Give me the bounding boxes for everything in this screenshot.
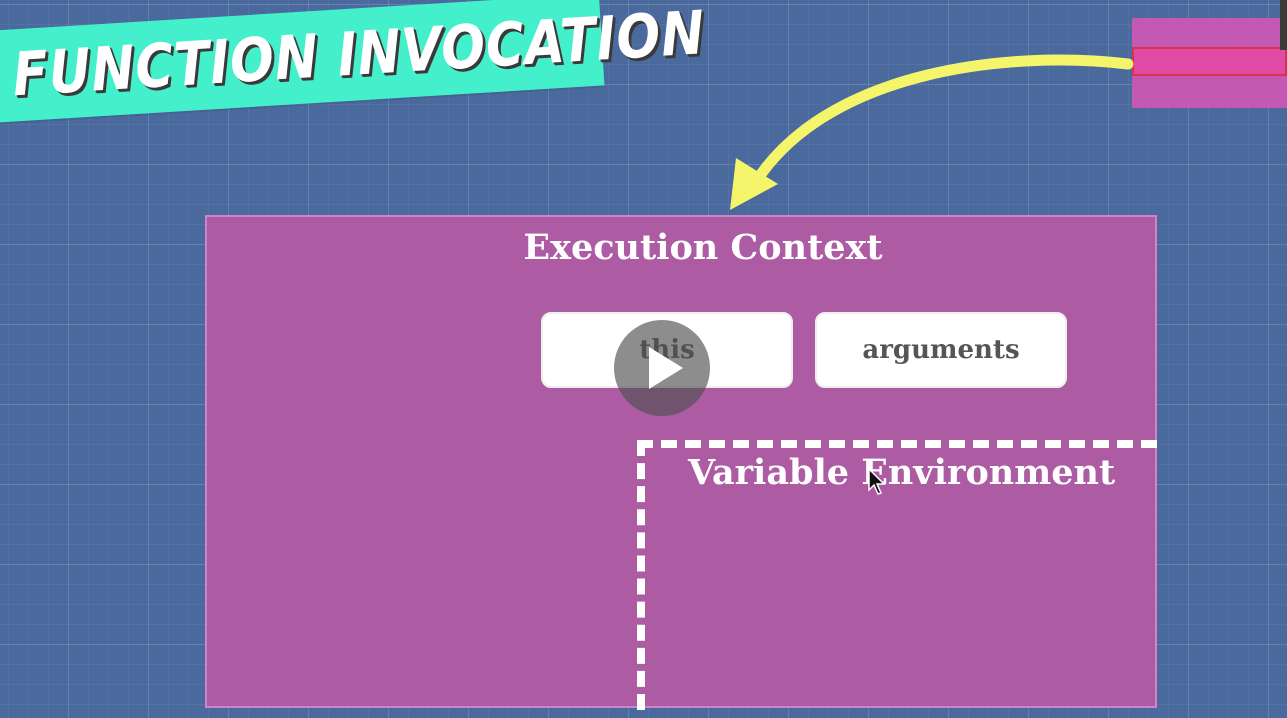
variable-environment-title: Variable Environment bbox=[688, 452, 1116, 493]
call-stack-active-frame bbox=[1132, 47, 1287, 76]
play-button[interactable] bbox=[614, 320, 710, 416]
mouse-cursor-icon bbox=[868, 468, 886, 495]
variable-environment-box bbox=[637, 440, 1157, 710]
execution-context-title: Execution Context bbox=[523, 227, 883, 268]
arguments-pill: arguments bbox=[815, 312, 1067, 388]
play-icon bbox=[649, 347, 683, 389]
stack-edge bbox=[1280, 0, 1287, 50]
